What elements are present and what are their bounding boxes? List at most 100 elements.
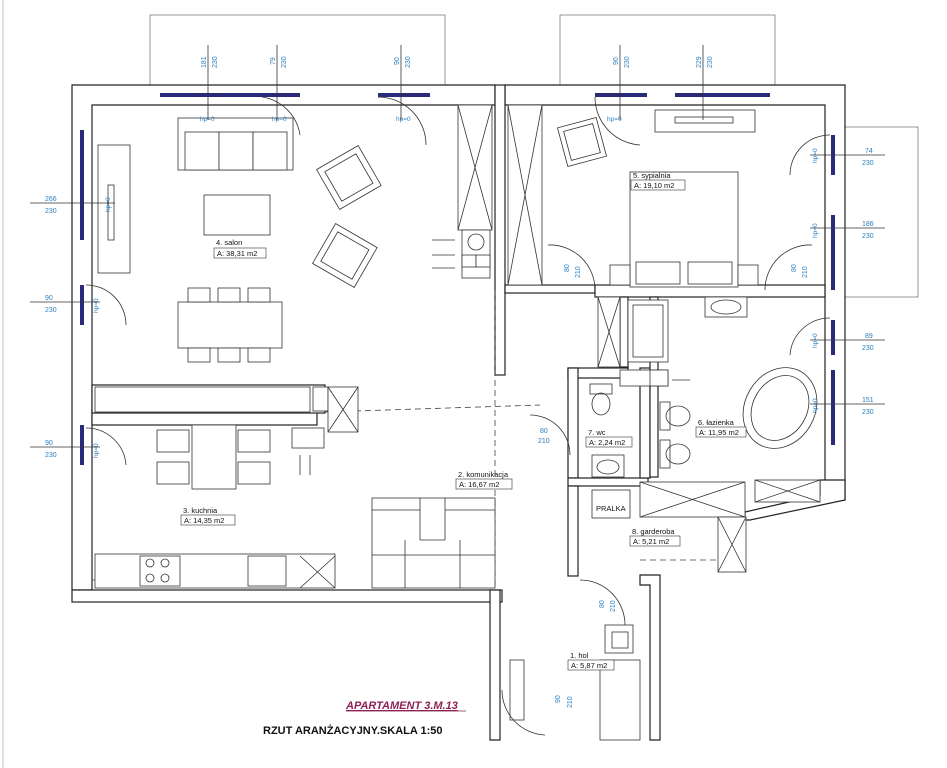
svg-text:90: 90	[555, 695, 562, 703]
svg-text:hp=0: hp=0	[812, 223, 819, 238]
svg-text:230: 230	[624, 56, 631, 68]
svg-text:hp=0: hp=0	[812, 398, 819, 413]
coffee-table	[203, 194, 271, 236]
armchair-1	[316, 145, 382, 210]
svg-text:90: 90	[394, 57, 401, 65]
armchair-2	[312, 223, 378, 288]
pralka-label: PRALKA	[596, 504, 626, 513]
svg-text:230: 230	[45, 452, 57, 459]
title-block: APARTAMENT 3.M.13 RZUT ARANŻACYJNY.SKALA…	[263, 700, 466, 737]
armchair-bedroom	[557, 117, 607, 167]
svg-text:230: 230	[862, 160, 874, 167]
sink-lazienka	[704, 296, 748, 318]
svg-text:266: 266	[45, 196, 57, 203]
svg-text:90: 90	[613, 57, 620, 65]
svg-text:210: 210	[538, 438, 550, 445]
svg-text:A: 2,24 m2: A: 2,24 m2	[589, 438, 625, 447]
toilet-wc	[589, 383, 613, 416]
svg-text:230: 230	[862, 233, 874, 240]
svg-text:2. komunikacja: 2. komunikacja	[458, 470, 509, 479]
svg-text:1. hol: 1. hol	[570, 651, 589, 660]
vent-arrows	[299, 239, 690, 475]
svg-text:230: 230	[707, 56, 714, 68]
room-label-wc: 7. wc A: 2,24 m2	[585, 428, 633, 448]
svg-text:230: 230	[212, 56, 219, 68]
project-title: APARTAMENT 3.M.13	[345, 700, 458, 712]
svg-text:hp=0: hp=0	[93, 443, 100, 458]
svg-text:hp=0: hp=0	[812, 148, 819, 163]
svg-text:hp=0: hp=0	[93, 298, 100, 313]
fridge-unit	[291, 427, 325, 449]
kitchen-island	[94, 386, 359, 433]
right-dimensions: 74 230 186 230 89 230 151 230	[810, 148, 885, 416]
room-label-kuchnia: 3. kuchnia A: 14,35 m2	[180, 506, 236, 526]
svg-text:hp=0: hp=0	[200, 116, 215, 123]
door-dimensions: 80 210 80 210 80 210 80 210 90 210	[538, 264, 809, 708]
door-arcs	[85, 96, 831, 736]
svg-text:5. sypialnia: 5. sypialnia	[633, 171, 671, 180]
svg-text:A: 38,31 m2: A: 38,31 m2	[217, 249, 257, 258]
staircase	[371, 497, 496, 589]
svg-text:hp=0: hp=0	[272, 116, 287, 123]
svg-text:hp=0: hp=0	[812, 333, 819, 348]
svg-text:A: 11,95 m2: A: 11,95 m2	[699, 428, 739, 437]
boiler	[461, 229, 491, 279]
svg-text:A: 5,87 m2: A: 5,87 m2	[571, 661, 607, 670]
room-label-lazienka: 6. łazienka A: 11,95 m2	[695, 418, 747, 438]
sofa	[177, 117, 294, 171]
balcony-top-right	[559, 14, 776, 86]
hp-labels: hp=0 hp=0 hp=0 hp=0 hp=0 hp=0 hp=0 hp=0 …	[93, 116, 819, 458]
drawing-subtitle: RZUT ARANŻACYJNY.SKALA 1:50	[263, 724, 442, 737]
room-label-hol: 1. hol A: 5,87 m2	[567, 651, 615, 671]
svg-text:hp=0: hp=0	[607, 116, 622, 123]
svg-text:210: 210	[802, 266, 809, 278]
svg-text:186: 186	[862, 221, 874, 228]
svg-text:151: 151	[862, 397, 874, 404]
svg-text:A: 14,35 m2: A: 14,35 m2	[184, 516, 224, 525]
svg-text:A: 19,10 m2: A: 19,10 m2	[634, 181, 674, 190]
svg-text:80: 80	[564, 264, 571, 272]
bathtub	[742, 367, 818, 449]
svg-text:210: 210	[610, 600, 617, 612]
svg-text:230: 230	[281, 56, 288, 68]
tv-bedroom	[654, 109, 756, 133]
svg-text:74: 74	[865, 148, 873, 155]
sink-wc	[591, 454, 625, 478]
svg-text:4. salon: 4. salon	[216, 238, 242, 247]
room-label-sypialnia: 5. sypialnia A: 19,10 m2	[630, 171, 686, 191]
wardrobe-salon	[457, 104, 493, 231]
room-label-salon: 4. salon A: 38,31 m2	[213, 238, 267, 259]
svg-text:89: 89	[865, 333, 873, 340]
svg-text:80: 80	[540, 428, 548, 435]
svg-text:7. wc: 7. wc	[588, 428, 606, 437]
dining-table-kitchen	[156, 424, 271, 490]
svg-text:6. łazienka: 6. łazienka	[698, 418, 735, 427]
svg-text:8. garderoba: 8. garderoba	[632, 527, 675, 536]
svg-text:80: 80	[791, 264, 798, 272]
svg-text:80: 80	[599, 600, 606, 608]
svg-text:hp=0: hp=0	[396, 116, 411, 123]
hall-furniture	[509, 624, 641, 741]
garderoba-shelves	[639, 479, 821, 573]
svg-text:229: 229	[696, 56, 703, 68]
svg-text:210: 210	[567, 696, 574, 708]
svg-text:230: 230	[405, 56, 412, 68]
svg-text:hp=0: hp=0	[105, 197, 112, 212]
wardrobe-sypialnia	[507, 104, 543, 286]
kitchen-counter	[94, 553, 336, 589]
svg-text:230: 230	[862, 345, 874, 352]
room-label-komunikacja: 2. komunikacja A: 16,67 m2	[455, 470, 513, 490]
installation-box	[619, 369, 669, 387]
svg-text:181: 181	[201, 56, 208, 68]
svg-text:230: 230	[45, 208, 57, 215]
left-dimensions: 266 230 90 230 90 230	[30, 196, 115, 459]
dining-table-salon	[177, 287, 283, 363]
top-dimensions: 181 230 79 230 90 230 90 230 229 230	[201, 45, 714, 120]
svg-text:230: 230	[862, 409, 874, 416]
tv-unit	[97, 144, 131, 274]
balcony-right	[839, 126, 919, 298]
svg-text:3. kuchnia: 3. kuchnia	[183, 506, 218, 515]
room-label-garderoba: 8. garderoba A: 5,21 m2	[629, 527, 681, 547]
bed	[609, 171, 759, 288]
